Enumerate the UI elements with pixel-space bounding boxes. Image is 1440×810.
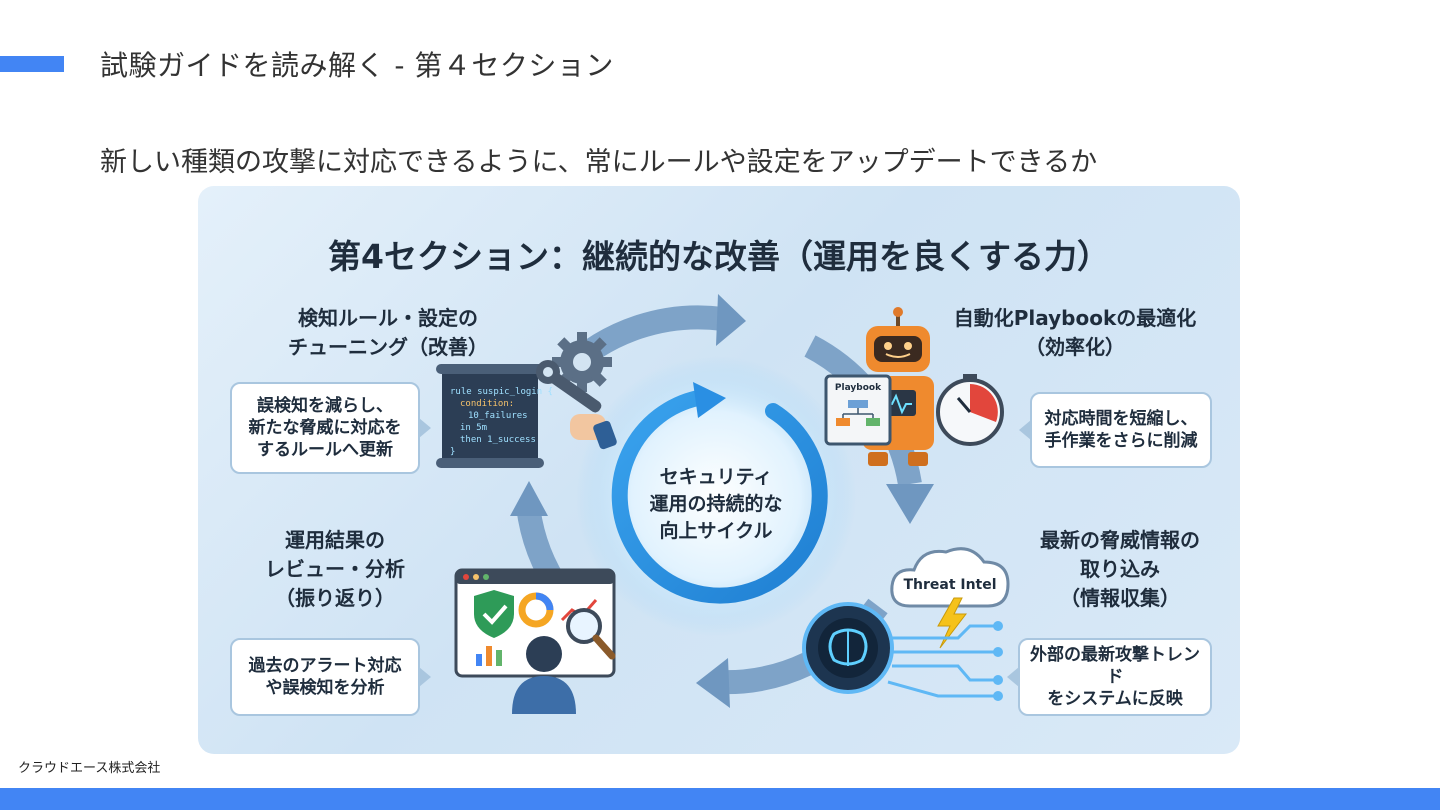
bubble-threat-intel: 外部の最新攻撃トレンド をシステムに反映: [1007, 638, 1212, 716]
tuning-illustration: rule suspic_login { condition: 10_failur…: [436, 332, 617, 468]
bubble-tuning: 誤検知を減らし、 新たな脅威に対応を するルールへ更新: [230, 382, 431, 474]
arrowhead-right: [886, 484, 934, 524]
review-illustration: [454, 568, 616, 714]
bubble-automation: 対応時間を短縮し、 手作業をさらに削減: [1019, 392, 1212, 468]
threat-intel-illustration: Threat Intel: [802, 547, 1010, 701]
company-footer: クラウドエース株式会社: [18, 761, 161, 776]
slide-subtitle: 新しい種類の攻撃に対応できるように、常にルールや設定をアップデートできるか: [100, 147, 1098, 178]
hand-icon: [570, 414, 617, 450]
center-ring-arc: [611, 390, 828, 604]
code-scroll-icon: [442, 368, 538, 464]
code-line: rule suspic_login {: [450, 387, 553, 397]
shield-check-icon: [474, 590, 514, 638]
code-line: }: [450, 447, 455, 457]
playbook-title: Playbook: [835, 383, 882, 393]
code-line: then 1_success: [460, 435, 536, 445]
step-label-automation: 自動化Playbookの最適化 （効率化）: [953, 306, 1197, 359]
circuit-lines: [887, 624, 998, 698]
title-accent-bar: [0, 56, 64, 72]
wrench-icon: [536, 360, 602, 413]
arrowhead-left: [510, 481, 548, 516]
center-cycle-label: セキュリティ 運用の持続的な 向上サイクル: [649, 466, 783, 542]
center-ring-arrowhead: [693, 382, 726, 418]
brain-chip-icon: [802, 602, 894, 694]
infographic: rule suspic_login { condition: 10_failur…: [198, 186, 1240, 754]
slide-title: 試験ガイドを読み解く - 第４セクション: [100, 49, 614, 82]
magnifier-icon: [566, 608, 616, 660]
step-label-review: 運用結果の レビュー・分析 （振り返り）: [265, 528, 405, 610]
cloud-label: Threat Intel: [903, 577, 996, 593]
code-line: 10_failures: [468, 411, 528, 421]
bottom-accent-bar: [0, 788, 1440, 810]
stopwatch-icon: [936, 374, 1004, 446]
step-label-tuning: 検知ルール・設定の チューニング（改善）: [288, 306, 488, 359]
analyst-icon: [512, 636, 576, 714]
step-label-threat-intel: 最新の脅威情報の 取り込み （情報収集）: [1040, 528, 1200, 610]
arrowhead-bottom: [696, 658, 730, 708]
cycle-arrowheads: [510, 294, 934, 708]
bubble-review: 過去のアラート対応 や誤検知を分析: [230, 638, 431, 716]
code-line: in 5m: [460, 423, 487, 433]
code-line: condition:: [460, 399, 514, 409]
automation-illustration: Playbook: [824, 307, 1004, 466]
cloud-icon: Threat Intel: [890, 547, 1010, 608]
lightning-icon: [937, 597, 968, 649]
cycle-diagram: rule suspic_login { condition: 10_failur…: [436, 294, 1010, 714]
dashboard-icon: [454, 568, 616, 678]
playbook-icon: Playbook: [824, 374, 892, 446]
infographic-title: 第4セクション：継続的な改善（運用を良くする力）: [328, 237, 1110, 276]
arrowhead-top: [716, 294, 746, 346]
